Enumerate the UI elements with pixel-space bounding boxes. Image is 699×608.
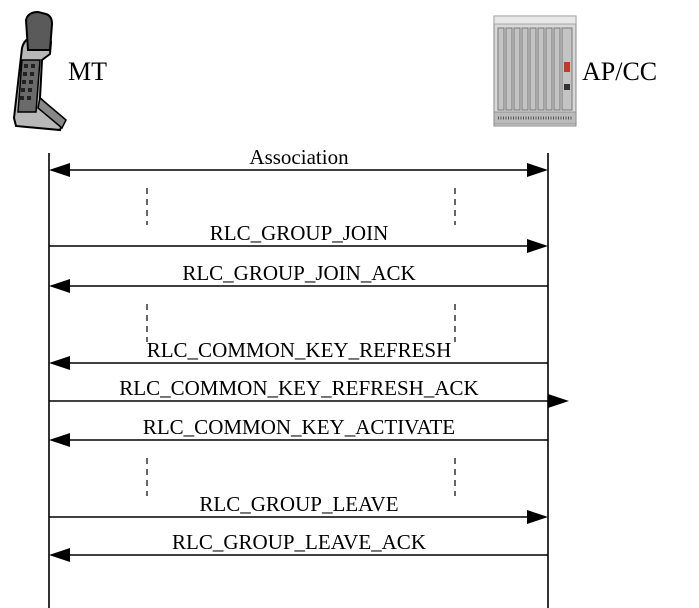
arrowhead-left bbox=[49, 279, 70, 293]
message-label: RLC_COMMON_KEY_ACTIVATE bbox=[143, 415, 455, 439]
message-label: Association bbox=[249, 145, 349, 169]
arrowhead-left bbox=[49, 356, 70, 370]
message-common-key-refresh-ack: RLC_COMMON_KEY_REFRESH_ACK bbox=[49, 376, 569, 408]
arrowhead-right bbox=[527, 510, 548, 524]
message-common-key-activate: RLC_COMMON_KEY_ACTIVATE bbox=[49, 415, 548, 447]
message-label: RLC_COMMON_KEY_REFRESH_ACK bbox=[119, 376, 478, 400]
arrowhead-left bbox=[49, 548, 70, 562]
arrowhead-right bbox=[527, 239, 548, 253]
message-group-join-ack: RLC_GROUP_JOIN_ACK bbox=[49, 261, 548, 293]
entity-label-ap-cc: AP/CC bbox=[582, 57, 657, 86]
message-label: RLC_GROUP_JOIN bbox=[210, 221, 389, 245]
message-association: Association bbox=[49, 145, 548, 177]
mobile-terminal-icon bbox=[12, 10, 67, 132]
message-label: RLC_GROUP_LEAVE bbox=[199, 492, 398, 516]
arrowhead-left bbox=[49, 163, 70, 177]
arrowhead-right bbox=[548, 394, 569, 408]
message-group-leave-ack: RLC_GROUP_LEAVE_ACK bbox=[49, 530, 548, 562]
arrowhead-right bbox=[527, 163, 548, 177]
messages: Association RLC_GROUP_JOIN RLC_GROUP_JOI… bbox=[49, 145, 569, 562]
message-group-join: RLC_GROUP_JOIN bbox=[49, 221, 548, 253]
arrowhead-left bbox=[49, 433, 70, 447]
message-common-key-refresh: RLC_COMMON_KEY_REFRESH bbox=[49, 338, 548, 370]
message-label: RLC_COMMON_KEY_REFRESH bbox=[147, 338, 452, 362]
message-label: RLC_GROUP_LEAVE_ACK bbox=[172, 530, 426, 554]
access-point-rack-icon bbox=[493, 15, 577, 127]
entity-label-mt: MT bbox=[68, 57, 107, 86]
message-group-leave: RLC_GROUP_LEAVE bbox=[49, 492, 548, 524]
message-label: RLC_GROUP_JOIN_ACK bbox=[182, 261, 415, 285]
